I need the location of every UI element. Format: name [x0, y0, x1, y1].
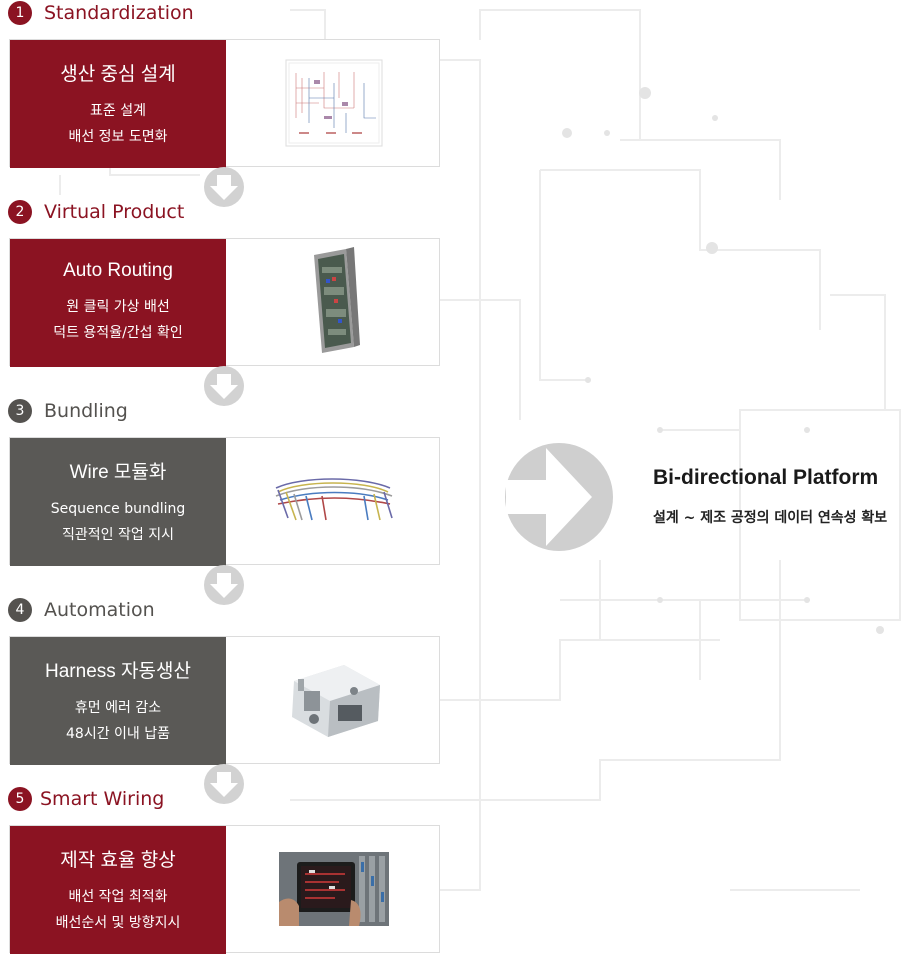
step-label-panel: Harness 자동생산 휴먼 에러 감소 48시간 이내 납품 — [10, 637, 226, 765]
step-label-panel: 제작 효율 향상 배선 작업 최적화 배선순서 및 방향지시 — [10, 826, 226, 954]
step-heading: Virtual Product — [44, 201, 185, 223]
step-4-card: Harness 자동생산 휴먼 에러 감소 48시간 이내 납품 — [9, 636, 441, 765]
step-number-badge: 1 — [8, 1, 32, 25]
down-arrow-icon — [204, 565, 244, 605]
step-description-line: 표준 설계 — [90, 102, 146, 119]
step-heading: Bundling — [44, 400, 128, 422]
platform-title: Bi-directional Platform — [653, 466, 879, 489]
step-label-panel: 생산 중심 설계 표준 설계 배선 정보 도면화 — [10, 40, 226, 168]
step-description-line: 배선순서 및 방향지시 — [55, 914, 181, 931]
wire-bundle-image — [226, 438, 441, 564]
step-1-card: 생산 중심 설계 표준 설계 배선 정보 도면화 — [9, 39, 441, 168]
step-description-line: 직관적인 작업 지시 — [62, 526, 174, 543]
control-panel-model-image — [226, 239, 441, 365]
down-arrow-icon — [204, 764, 244, 804]
step-heading: Automation — [44, 599, 155, 621]
step-title: Auto Routing — [63, 260, 173, 281]
right-arrow-icon — [505, 443, 613, 551]
step-heading: Standardization — [44, 2, 194, 24]
step-title: Wire 모듈화 — [69, 461, 167, 483]
step-3-card: Wire 모듈화 Sequence bundling 직관적인 작업 지시 — [9, 437, 441, 566]
step-description-line: Sequence bundling — [50, 500, 186, 517]
step-title: 제작 효율 향상 — [60, 849, 176, 871]
step-description-line: 48시간 이내 납품 — [66, 725, 170, 742]
step-3-header: 3 Bundling — [8, 398, 128, 424]
step-5-card: 제작 효율 향상 배선 작업 최적화 배선순서 및 방향지시 — [9, 825, 441, 954]
step-number-badge: 5 — [8, 787, 32, 811]
tablet-cabinet-photo — [226, 826, 441, 952]
down-arrow-icon — [204, 366, 244, 406]
step-description-line: 휴먼 에러 감소 — [74, 699, 162, 716]
step-title: 생산 중심 설계 — [60, 63, 176, 85]
wire-processing-machine-image — [226, 637, 441, 763]
step-number-badge: 2 — [8, 200, 32, 224]
step-number-badge: 3 — [8, 399, 32, 423]
wiring-schematic-image — [226, 40, 441, 166]
step-2-card: Auto Routing 원 클릭 가상 배선 덕트 용적율/간섭 확인 — [9, 238, 441, 367]
down-arrow-icon — [204, 167, 244, 207]
step-label-panel: Auto Routing 원 클릭 가상 배선 덕트 용적율/간섭 확인 — [10, 239, 226, 367]
step-description-line: 배선 정보 도면화 — [68, 128, 168, 145]
step-5-header: 5 Smart Wiring — [8, 786, 164, 812]
step-label-panel: Wire 모듈화 Sequence bundling 직관적인 작업 지시 — [10, 438, 226, 566]
step-heading: Smart Wiring — [40, 788, 165, 810]
step-1-header: 1 Standardization — [8, 0, 194, 26]
step-description-line: 덕트 용적율/간섭 확인 — [53, 325, 183, 341]
step-number-badge: 4 — [8, 598, 32, 622]
platform-subtitle: 설계 ~ 제조 공정의 데이터 연속성 확보 — [653, 510, 888, 526]
step-description-line: 배선 작업 최적화 — [68, 888, 168, 905]
step-description-line: 원 클릭 가상 배선 — [66, 299, 170, 315]
step-2-header: 2 Virtual Product — [8, 199, 184, 225]
step-title: Harness 자동생산 — [45, 660, 191, 682]
step-4-header: 4 Automation — [8, 597, 155, 623]
